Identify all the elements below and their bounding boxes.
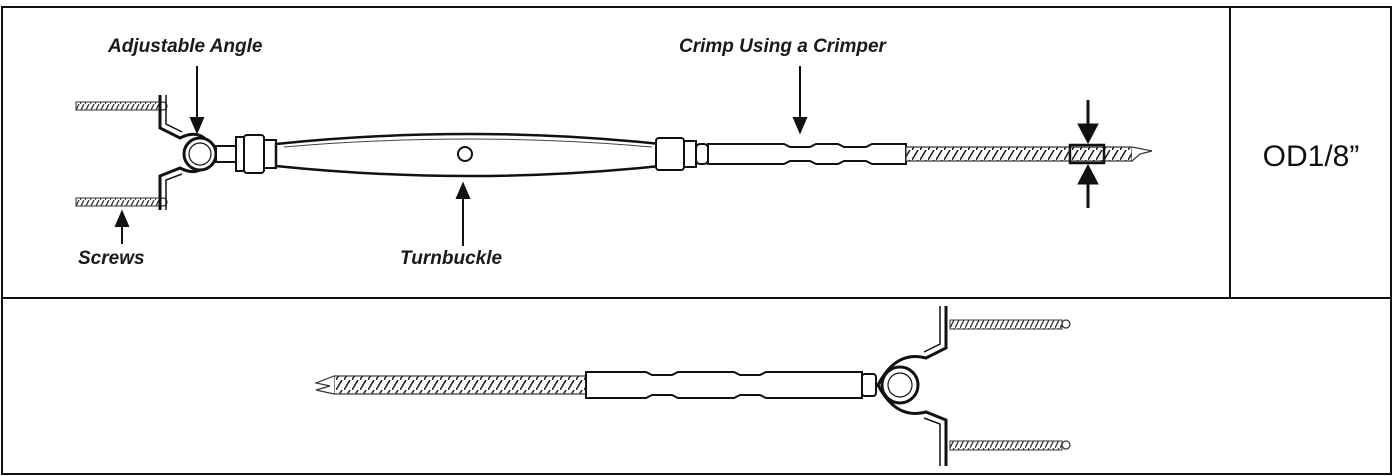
table-grid [1,6,1392,475]
screw-lower-left [75,197,168,207]
screw-upper-left [75,101,168,111]
cable-bottom [333,375,587,395]
screw-upper-right [949,319,1071,330]
crimp-sleeve-bottom [585,371,863,399]
turnbuckle-hole [457,146,473,162]
cable-top [905,146,1133,162]
right-nut [655,137,685,171]
size-label: OD1/8” [1262,140,1360,173]
callout-arrows [114,66,808,246]
screw-lower-right [949,440,1071,451]
diameter-marker [1068,143,1106,165]
top-assembly [75,66,1153,246]
crimp-sleeve [707,143,907,165]
turnbuckle-label: Turnbuckle [400,248,503,269]
eye-fitting-bottom [880,365,920,405]
adjustable-angle-label: Adjustable Angle [108,36,263,57]
diameter-arrows [1077,100,1099,208]
left-nut [235,136,245,172]
crimp-label: Crimp Using a Crimper [679,36,886,57]
screws-label: Screws [78,248,145,269]
bracket-bottom [876,306,948,466]
bottom-assembly [313,306,1071,466]
